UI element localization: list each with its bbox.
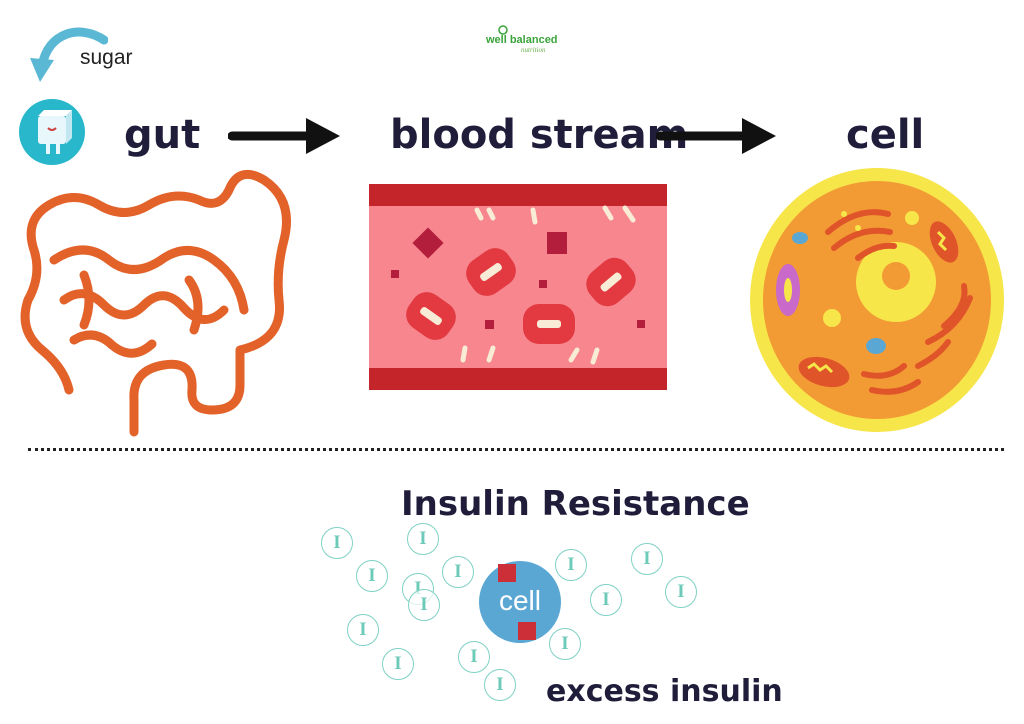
insulin-molecule-icon: I: [458, 641, 490, 673]
logo-leaf-icon: [498, 25, 508, 35]
gut-label: gut: [124, 112, 201, 158]
intestine-icon: [20, 169, 291, 437]
insulin-molecule-icon: I: [590, 584, 622, 616]
logo-subtext: nutrition: [521, 46, 546, 54]
arrow-icon: [656, 118, 776, 154]
insulin-molecule-icon: I: [549, 628, 581, 660]
cell-label: cell: [846, 112, 925, 158]
insulin-molecule-icon: I: [356, 560, 388, 592]
insulin-molecule-icon: I: [408, 589, 440, 621]
animal-cell-icon: [750, 168, 1004, 432]
insulin-receptor-icon: [498, 564, 516, 582]
excess-insulin-label: excess insulin: [546, 674, 783, 709]
insulin-molecule-icon: I: [382, 648, 414, 680]
insulin-molecule-icon: I: [442, 556, 474, 588]
blood-vessel-icon: [369, 184, 667, 390]
insulin-molecule-icon: I: [407, 523, 439, 555]
small-cell-label: cell: [498, 585, 541, 616]
insulin-molecule-icon: I: [631, 543, 663, 575]
section-divider: [28, 448, 1004, 451]
arrow-icon: [228, 118, 340, 154]
insulin-molecule-icon: I: [347, 614, 379, 646]
insulin-resistance-title: Insulin Resistance: [401, 484, 750, 524]
blood-stream-label: blood stream: [390, 112, 689, 158]
insulin-molecule-icon: I: [321, 527, 353, 559]
sugar-cube-icon: [19, 99, 85, 165]
insulin-receptor-icon: [518, 622, 536, 640]
insulin-molecule-icon: I: [484, 669, 516, 701]
logo-text: well balanced: [486, 34, 558, 46]
sugar-label: sugar: [80, 46, 133, 69]
insulin-molecule-icon: I: [555, 549, 587, 581]
curved-arrow-icon: [30, 27, 108, 82]
insulin-molecule-icon: I: [665, 576, 697, 608]
